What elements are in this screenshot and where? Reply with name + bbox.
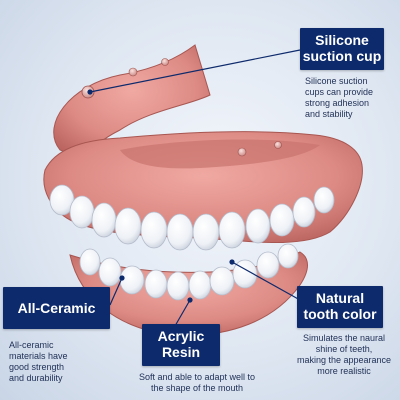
suction-cup (128, 67, 138, 77)
description-silicone-suction-cup: Silicone suction cups can provide strong… (305, 76, 400, 120)
description-line: All-ceramic (9, 340, 54, 350)
callout-silicone-suction-cup: Silicone suction cup (300, 28, 384, 70)
description-line: Soft and able to adapt well to (138, 372, 256, 382)
callout-title-line: Natural (315, 290, 365, 306)
leader-dot-suction (87, 89, 93, 95)
leader-lines (87, 49, 301, 327)
description-line: Silicone suction (305, 76, 368, 86)
description-all-ceramic: All-ceramic materials have good strength… (9, 340, 109, 384)
leader-line-tooth-color (231, 261, 301, 301)
callout-title-line: Resin (161, 344, 201, 361)
leader-line-suction (89, 49, 301, 93)
callout-title-line: suction cup (302, 48, 382, 65)
description-line: cups can provide (305, 87, 374, 97)
suction-cup (274, 141, 282, 149)
leader-dot-ceramic (119, 275, 125, 281)
upper-teeth (49, 184, 335, 251)
description-line: Simulates the naural (302, 333, 386, 343)
callout-natural-tooth-color: Natural tooth color (297, 286, 383, 328)
description-line: making the appearance (296, 355, 392, 365)
upper-inner-plate (120, 139, 320, 169)
description-line: more realistic (317, 366, 371, 376)
description-line: and stability (305, 109, 353, 119)
description-line: materials have (9, 351, 68, 361)
callout-title-line: Acrylic (157, 328, 205, 344)
description-line: good strength (9, 362, 65, 372)
leader-line-resin (174, 299, 191, 327)
callout-title-line: tooth color (303, 306, 377, 323)
upper-palate-flange (53, 44, 211, 161)
description-acrylic-resin: Soft and able to adapt well to the shape… (122, 372, 272, 394)
description-line: shine of teeth, (315, 344, 373, 354)
description-line: strong adhesion (305, 98, 370, 108)
suction-cup (161, 58, 169, 66)
callout-title-line: Silicone (315, 32, 369, 48)
leader-dot-tooth-color (229, 259, 235, 265)
callout-title-line: All-Ceramic (17, 300, 96, 316)
description-line: and durability (9, 373, 63, 383)
description-natural-tooth-color: Simulates the naural shine of teeth, mak… (290, 333, 398, 377)
callout-acrylic-resin: Acrylic Resin (142, 324, 220, 366)
suction-cup (237, 147, 247, 157)
lower-teeth (79, 243, 299, 301)
callout-all-ceramic: All-Ceramic (3, 287, 110, 329)
leader-line-ceramic (109, 277, 123, 306)
leader-dot-resin (187, 297, 193, 303)
description-line: the shape of the mouth (150, 383, 244, 393)
